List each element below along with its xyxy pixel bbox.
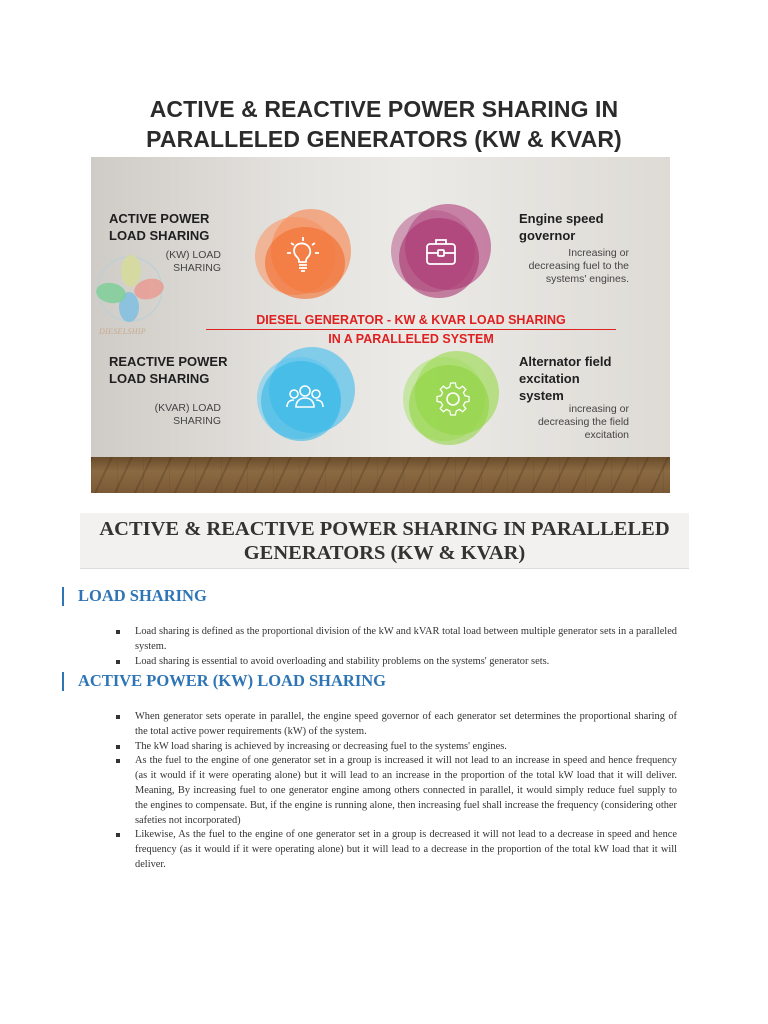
- active-power-blob: [253, 205, 353, 305]
- load-sharing-list: Load sharing is defined as the proportio…: [115, 625, 677, 669]
- section-heading-active-power: ACTIVE POWER (KW) LOAD SHARING: [62, 671, 386, 691]
- list-item: Load sharing is defined as the proportio…: [115, 625, 677, 655]
- briefcase-icon: [426, 239, 456, 265]
- list-item: Load sharing is essential to avoid overl…: [115, 655, 677, 670]
- center-banner-line2: IN A PARALLELED SYSTEM: [328, 332, 494, 346]
- section-heading-text: ACTIVE POWER (KW) LOAD SHARING: [78, 671, 387, 690]
- alternator-heading: Alternator field excitation system: [519, 354, 612, 403]
- reactive-power-sub: (KVAR) LOAD SHARING: [154, 402, 221, 427]
- center-divider: [206, 329, 616, 330]
- section-heading-load-sharing: LOAD SHARING: [62, 586, 207, 606]
- article-title: ACTIVE & REACTIVE POWER SHARING IN PARAL…: [80, 513, 689, 569]
- section-heading-text: LOAD SHARING: [78, 586, 207, 605]
- active-power-list: When generator sets operate in parallel,…: [115, 710, 677, 873]
- list-item: As the fuel to the engine of one generat…: [115, 754, 677, 828]
- lightbulb-icon: [287, 237, 319, 272]
- infographic-image: DIESELSHIP ACTIVE POWER LOAD SHARING (KW…: [91, 157, 670, 493]
- dieselship-logo-icon: [96, 255, 164, 322]
- reactive-power-blob: [255, 347, 355, 447]
- users-icon: [286, 385, 324, 408]
- alternator-sub: increasing or decreasing the field excit…: [537, 403, 629, 441]
- heading-accent-bar: [62, 586, 64, 606]
- list-item: The kW load sharing is achieved by incre…: [115, 740, 677, 755]
- engine-governor-sub: Increasing or decreasing fuel to the sys…: [528, 247, 629, 285]
- active-power-heading: ACTIVE POWER LOAD SHARING: [109, 211, 210, 243]
- center-banner-line1: DIESEL GENERATOR - KW & KVAR LOAD SHARIN…: [256, 313, 566, 327]
- reactive-power-heading: REACTIVE POWER LOAD SHARING: [109, 354, 228, 386]
- document-title: ACTIVE & REACTIVE POWER SHARING IN PARAL…: [146, 96, 622, 152]
- engine-governor-blob: [391, 202, 491, 302]
- list-item: Likewise, As the fuel to the engine of o…: [115, 828, 677, 872]
- alternator-excitation-blob: [403, 349, 503, 449]
- logo-text: DIESELSHIP: [99, 327, 146, 336]
- heading-accent-bar: [62, 671, 64, 691]
- wood-floor: [91, 457, 670, 493]
- gear-icon: [436, 382, 470, 416]
- engine-governor-heading: Engine speed governor: [519, 211, 604, 243]
- center-banner: DIESEL GENERATOR - KW & KVAR LOAD SHARIN…: [206, 312, 616, 347]
- list-item: When generator sets operate in parallel,…: [115, 710, 677, 740]
- active-power-sub: (KW) LOAD SHARING: [165, 249, 221, 274]
